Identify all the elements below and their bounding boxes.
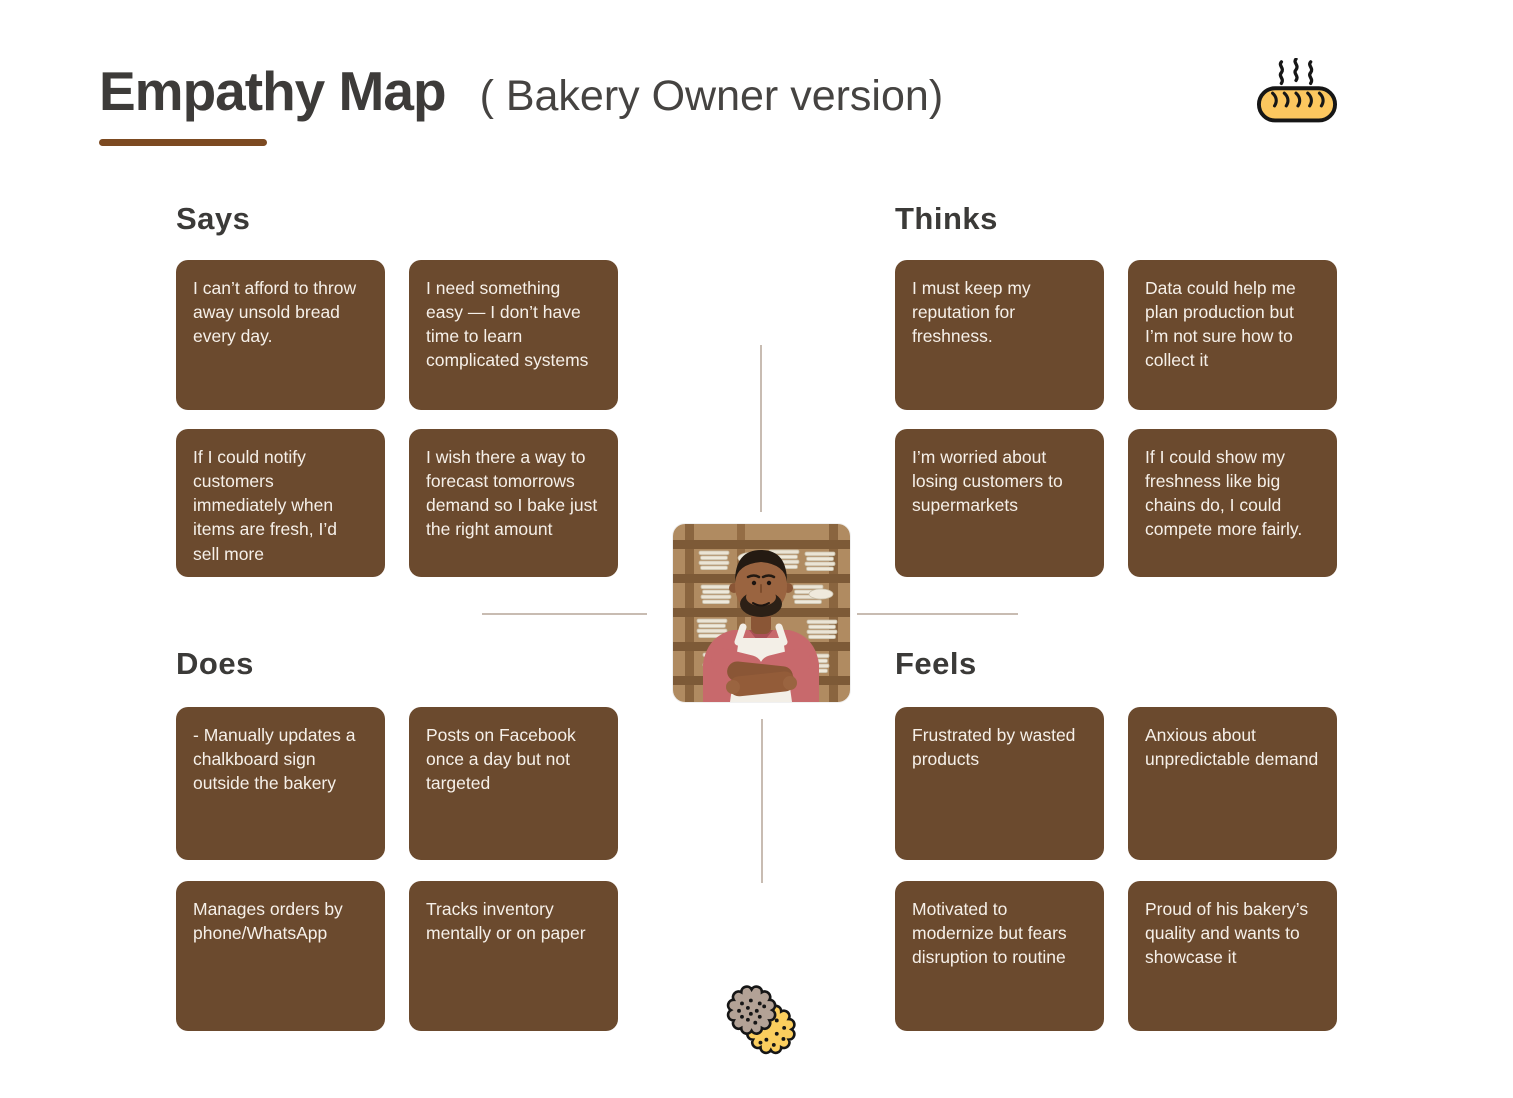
cookies-icon <box>722 982 796 1058</box>
quadrant-says: Says I can’t afford to throw away unsold… <box>176 200 618 577</box>
thinks-cards: I must keep my reputation for freshness.… <box>895 260 1337 577</box>
quadrant-heading-does: Does <box>176 646 254 681</box>
header: Empathy Map ( Bakery Owner version) <box>99 56 943 128</box>
page-title: Empathy Map <box>99 60 447 122</box>
quadrant-thinks: Thinks I must keep my reputation for fre… <box>895 200 1337 577</box>
page-subtitle: ( Bakery Owner version) <box>479 72 944 120</box>
sticky-note-card: Tracks inventory mentally or on paper <box>409 881 618 1031</box>
divider-line-bottom <box>761 719 763 883</box>
sticky-note-card: - Manually updates a chalkboard sign out… <box>176 707 385 860</box>
quadrant-feels: Feels Frustrated by wasted products Anxi… <box>895 645 1337 1031</box>
divider-line-right <box>857 613 1018 615</box>
title-underline <box>99 139 267 146</box>
sticky-note-card: Anxious about unpredictable demand <box>1128 707 1337 860</box>
sticky-note-card: I can’t afford to throw away unsold brea… <box>176 260 385 410</box>
quadrant-heading-says: Says <box>176 201 251 236</box>
bakery-owner-photo <box>673 524 850 702</box>
divider-line-left <box>482 613 647 615</box>
sticky-note-card: If I could show my freshness like big ch… <box>1128 429 1337 577</box>
sticky-note-card: I’m worried about losing customers to su… <box>895 429 1104 577</box>
sticky-note-card: I must keep my reputation for freshness. <box>895 260 1104 410</box>
says-cards: I can’t afford to throw away unsold brea… <box>176 260 618 577</box>
quadrant-heading-feels: Feels <box>895 646 977 681</box>
does-cards: - Manually updates a chalkboard sign out… <box>176 707 618 1031</box>
sticky-note-card: If I could notify customers immediately … <box>176 429 385 577</box>
sticky-note-card: Motivated to modernize but fears disrupt… <box>895 881 1104 1031</box>
sticky-note-card: Manages orders by phone/WhatsApp <box>176 881 385 1031</box>
sticky-note-card: Posts on Facebook once a day but not tar… <box>409 707 618 860</box>
sticky-note-card: I wish there a way to forecast tomorrows… <box>409 429 618 577</box>
sticky-note-card: I need something easy — I don’t have tim… <box>409 260 618 410</box>
quadrant-heading-thinks: Thinks <box>895 201 998 236</box>
feels-cards: Frustrated by wasted products Anxious ab… <box>895 707 1337 1031</box>
sticky-note-card: Proud of his bakery’s quality and wants … <box>1128 881 1337 1031</box>
quadrant-does: Does - Manually updates a chalkboard sig… <box>176 645 618 1031</box>
bread-icon <box>1256 57 1338 124</box>
divider-line-top <box>760 345 762 512</box>
sticky-note-card: Data could help me plan production but I… <box>1128 260 1337 410</box>
sticky-note-card: Frustrated by wasted products <box>895 707 1104 860</box>
